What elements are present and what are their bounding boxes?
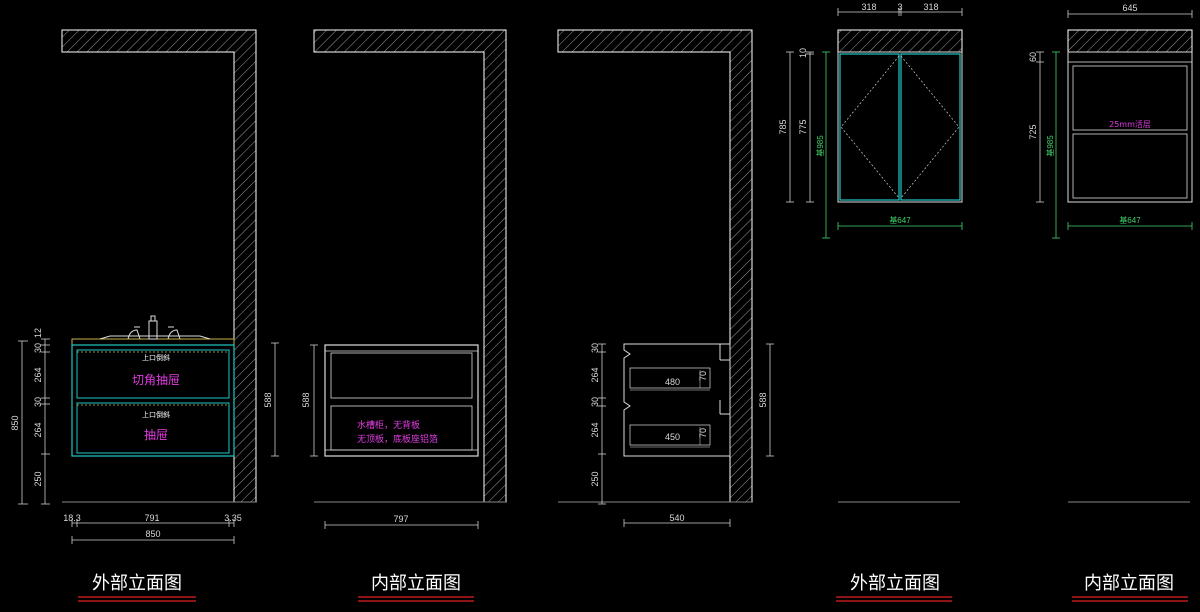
view1-dim-30-b: 30 — [33, 397, 43, 407]
view3-inner-480: 480 — [665, 377, 680, 387]
view2-cabinet — [324, 344, 479, 457]
view3-dim-264-b: 264 — [590, 422, 600, 437]
view4-dim-green-647: 基647 — [889, 215, 911, 225]
view1-dim-3-35: 3.35 — [224, 513, 242, 523]
view1-exterior-elevation: 上口倒斜 切角抽屉 上口倒斜 抽屉 850 250 264 30 264 30 … — [10, 29, 279, 544]
view3-wall — [557, 29, 753, 503]
view1-countertop — [71, 338, 235, 346]
view4-dim-318-b: 318 — [923, 2, 938, 12]
view1-dim-264-a: 264 — [33, 367, 43, 382]
view4-dim-785: 785 — [778, 119, 788, 134]
view1-dim-791: 791 — [144, 513, 159, 523]
view1-bottom-drawer-tag: 上口倒斜 — [142, 410, 170, 419]
view2-dim-588: 588 — [301, 392, 311, 407]
view3-inner-450: 450 — [665, 432, 680, 442]
view4-cabinet — [837, 51, 963, 203]
view3-dim-264-a: 264 — [590, 367, 600, 382]
view4-dim-318-a: 318 — [861, 2, 876, 12]
view1-dim-250: 250 — [33, 471, 43, 486]
view4-ceiling-hatch — [837, 29, 963, 53]
view1-top-drawer-tag: 上口倒斜 — [142, 353, 170, 362]
view5-dim-green-985: 基985 — [1045, 135, 1055, 157]
view3-cabinet-profile — [623, 343, 731, 457]
title-left-exterior: 外部立面图 — [92, 573, 182, 594]
view5-dim-645: 645 — [1122, 3, 1137, 13]
view3-dim-30-b: 30 — [590, 397, 600, 407]
view1-bottom-drawer-name: 抽屉 — [144, 428, 168, 442]
title-right-exterior: 外部立面图 — [850, 573, 940, 594]
view4-dim-10: 10 — [798, 48, 808, 58]
view4-wall-cabinet-exterior: 318 3 318 10 775 785 基985 基647 — [778, 2, 963, 503]
view5-wall-cabinet-interior: 25mm活层 645 60 725 基985 基647 — [1028, 3, 1193, 503]
view2-note-line1: 水槽柜，无背板 — [357, 419, 420, 431]
view2-wall — [313, 29, 507, 503]
view2-interior-elevation: 水槽柜，无背板 无顶板，底板座铝箔 588 797 — [301, 29, 507, 529]
view3-inner-70-b: 70 — [698, 428, 708, 438]
view5-shelf-label: 25mm活层 — [1109, 119, 1151, 129]
view1-dim-12: 12 — [33, 328, 43, 338]
view1-cabinet — [71, 344, 235, 457]
view1-drawer-bottom — [76, 402, 230, 454]
view2-note-line2: 无顶板，底板座铝箔 — [357, 433, 438, 445]
view1-dim-30-a: 30 — [33, 343, 43, 353]
view3-dim-540: 540 — [669, 513, 684, 523]
title-left-interior: 内部立面图 — [371, 573, 461, 594]
view1-dim-850-vert: 850 — [10, 415, 20, 430]
view4-door-left — [839, 53, 900, 201]
view1-dim-850-horiz: 850 — [145, 529, 160, 539]
view3-section: 480 70 450 70 30 264 30 264 250 588 540 — [557, 29, 774, 527]
view3-dim-250: 250 — [590, 471, 600, 486]
titles: 外部立面图 内部立面图 外部立面图 内部立面图 — [78, 573, 1188, 602]
view3-dim-30-a: 30 — [590, 343, 600, 353]
view4-dim-775: 775 — [798, 119, 808, 134]
view5-dim-green-647: 基647 — [1119, 215, 1141, 225]
view4-door-right — [900, 53, 961, 201]
view1-dim-18-3: 18.3 — [63, 513, 81, 523]
view1-dim-264-b: 264 — [33, 422, 43, 437]
view1-top-drawer-name: 切角抽屉 — [132, 373, 180, 387]
view5-dim-60: 60 — [1028, 52, 1038, 62]
view2-dim-797: 797 — [393, 514, 408, 524]
view5-dim-725: 725 — [1028, 124, 1038, 139]
view3-inner-70-a: 70 — [698, 371, 708, 381]
view1-dim-588: 588 — [263, 392, 273, 407]
view1-drawer-top — [76, 349, 230, 399]
faucet-icon — [99, 315, 211, 340]
view4-dim-3: 3 — [897, 2, 902, 12]
view3-dim-588: 588 — [758, 392, 768, 407]
title-right-interior: 内部立面图 — [1084, 573, 1174, 594]
view4-dim-green-985: 基985 — [815, 135, 825, 157]
view5-ceiling-hatch — [1067, 29, 1193, 53]
